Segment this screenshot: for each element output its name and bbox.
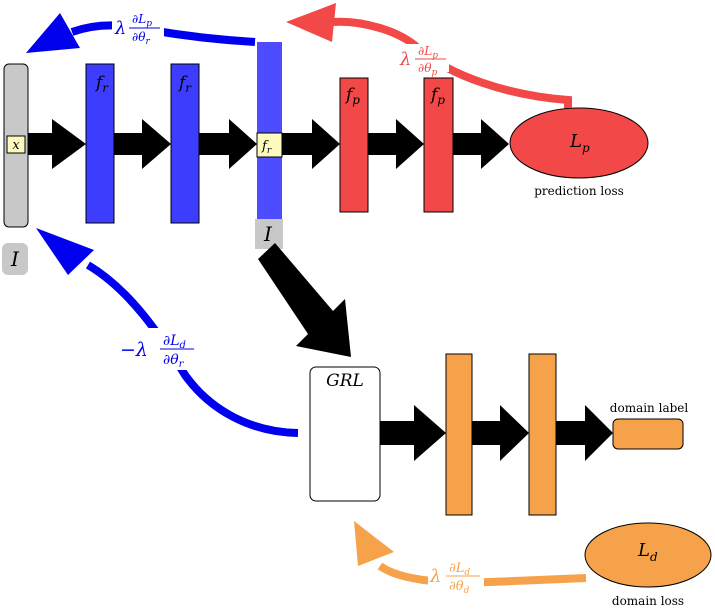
grad-p-r-label: λ ∂Lp ∂θr [114, 12, 160, 47]
feature-to-grl-arrow [258, 243, 351, 357]
domain-label-caption: domain label [610, 401, 689, 415]
domain-flow-arrow-1 [380, 405, 446, 461]
domain-loss-caption: domain loss [612, 594, 684, 608]
flow-arrow-3 [199, 119, 257, 169]
input-I-label: I [10, 247, 20, 271]
reversed-gradient-arrowhead [36, 228, 94, 275]
feature-extractor-layer-2 [170, 63, 200, 224]
svg-text:∂Ld: ∂Ld [449, 561, 470, 578]
grad-d-d-label: λ ∂Ld ∂θd [429, 561, 480, 596]
prediction-loss-node [509, 107, 649, 179]
svg-text:∂Ld: ∂Ld [163, 333, 186, 351]
feature-I-label: I [263, 222, 273, 246]
domain-label-node [612, 418, 684, 450]
label-predictor-layer-2 [423, 77, 454, 213]
svg-text:λ: λ [114, 18, 126, 39]
domain-flow-arrow-3 [556, 405, 613, 461]
fr-label-1: fr [94, 73, 109, 95]
svg-text:∂θp: ∂θp [418, 61, 437, 78]
fp-label-1: fp [344, 85, 360, 107]
fr-label-2: fr [177, 73, 192, 95]
svg-text:λ: λ [429, 566, 441, 587]
grad-p-r-bg [112, 12, 164, 42]
flow-arrow-4 [282, 119, 340, 169]
flow-arrow-1 [28, 119, 86, 169]
svg-text:−λ: −λ [120, 339, 148, 361]
svg-text:∂θr: ∂θr [132, 30, 150, 47]
prediction-to-extractor-arrowhead [26, 13, 80, 53]
domain-classifier-layer-2 [528, 353, 557, 516]
input-I-box [2, 243, 28, 275]
input-x-label: x [12, 138, 20, 153]
feature-extractor-layer-1 [85, 63, 115, 224]
label-predictor-layer-1 [339, 77, 369, 213]
grl-label: GRL [326, 371, 364, 391]
prediction-gradient-arrowhead [286, 3, 336, 42]
reversed-gradient-arrow [85, 261, 299, 437]
feature-I-box [255, 219, 283, 249]
svg-text:∂Lp: ∂Lp [132, 12, 152, 29]
domain-loss-node [584, 522, 712, 588]
grad-d-r-label: −λ ∂Ld ∂θr [120, 333, 194, 370]
feature-fr-box [256, 132, 283, 158]
flow-arrow-5 [368, 119, 424, 169]
lp-label: Lp [569, 131, 590, 155]
svg-text:∂Lp: ∂Lp [418, 44, 438, 61]
input-x-box [6, 135, 26, 154]
grad-p-p-label: λ ∂Lp ∂θp [399, 44, 446, 78]
prediction-loss-caption: prediction loss [534, 184, 624, 198]
feature-fr-label: fr [261, 139, 272, 156]
domain-classifier-layer-1 [445, 353, 473, 516]
grad-p-p-bg [397, 44, 449, 72]
ld-label: Ld [637, 540, 658, 564]
flow-arrow-2 [114, 119, 171, 169]
svg-text:∂θr: ∂θr [163, 352, 185, 370]
domain-gradient-arrowhead [354, 521, 394, 566]
domain-flow-arrow-2 [472, 405, 529, 461]
flow-arrow-6 [453, 119, 509, 169]
domain-pipeline-arrows [380, 405, 613, 461]
pipeline-arrows [28, 119, 509, 169]
svg-text:λ: λ [399, 49, 411, 70]
fp-label-2: fp [429, 85, 445, 107]
feature-output-block [257, 42, 282, 219]
grad-d-d-bg [428, 556, 484, 592]
svg-text:∂θd: ∂θd [449, 579, 470, 596]
